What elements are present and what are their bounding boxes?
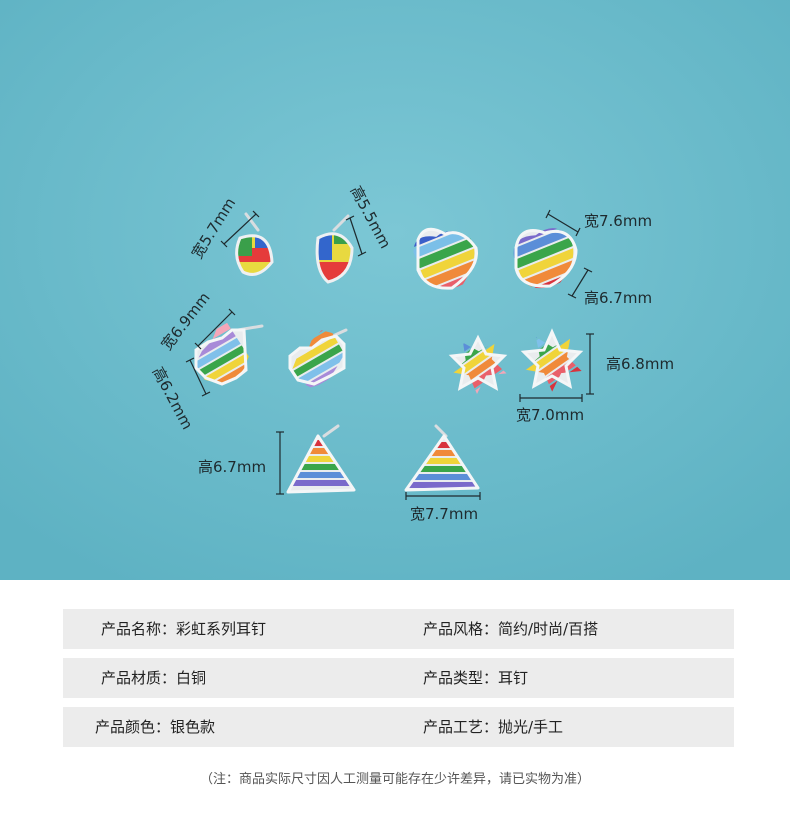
triangle-earring-1	[286, 434, 356, 494]
dim-star-height: 高6.8mm	[606, 355, 675, 373]
spec-row-1: 产品名称：彩虹系列耳钉 产品风格：简约/时尚/百搭	[63, 609, 734, 649]
dim-triangle-height: 高6.7mm	[198, 458, 267, 476]
spec-row-2: 产品材质：白铜 产品类型：耳钉	[63, 658, 734, 698]
product-photo: 宽5.7mm 高5.5mm 宽7.6mm 高6.7mm 宽6.9mm 高6.2m…	[0, 0, 790, 580]
spec-product-name: 产品名称：彩虹系列耳钉	[101, 620, 267, 638]
dim-heart-height: 高6.7mm	[584, 289, 653, 307]
spec-product-color: 产品颜色：银色款	[95, 718, 216, 736]
spec-product-craft: 产品工艺：抛光/手工	[423, 718, 564, 736]
spec-product-type: 产品类型：耳钉	[423, 669, 529, 687]
dim-triangle-width: 宽7.7mm	[410, 505, 479, 523]
earrings-illustration	[0, 0, 790, 580]
spec-product-material: 产品材质：白铜	[101, 669, 207, 687]
triangle-earring-2	[404, 434, 480, 492]
dimension-lines	[185, 209, 594, 500]
measurement-note: （注：商品实际尺寸因人工测量可能存在少许差异，请已实物为准）	[199, 772, 590, 787]
tri-heart-earring-1	[235, 234, 274, 276]
dim-heart-width: 宽7.6mm	[584, 212, 653, 230]
dim-star-width: 宽7.0mm	[516, 406, 585, 424]
spec-product-style: 产品风格：简约/时尚/百搭	[423, 620, 599, 638]
spec-row-3: 产品颜色：银色款 产品工艺：抛光/手工	[63, 707, 734, 747]
